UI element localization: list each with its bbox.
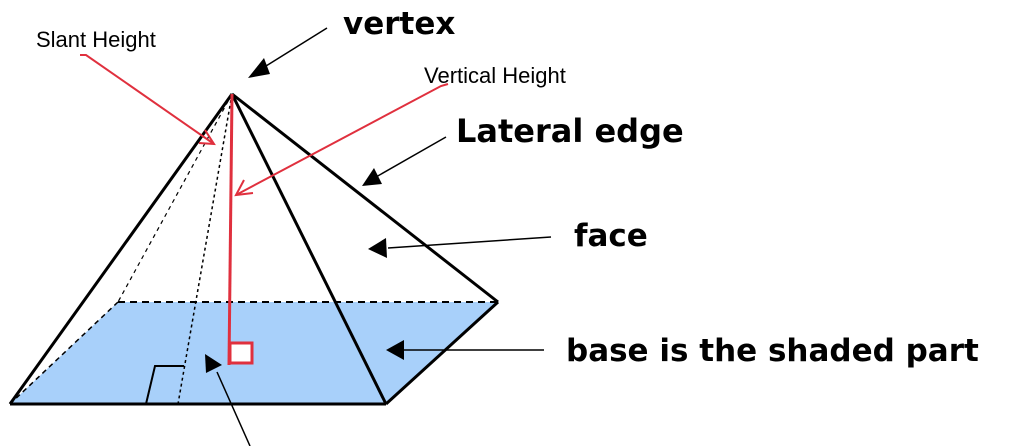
lateral-edge-back-right — [231, 92, 499, 304]
base-label: base is the shaded part — [566, 333, 979, 369]
base-arrowhead-icon — [386, 340, 404, 360]
vertical-height-right-angle-box — [228, 341, 254, 365]
pyramid-base — [10, 302, 498, 404]
vertical-height-label: Vertical Height — [424, 63, 566, 88]
bottom-arrowhead-icon — [205, 354, 222, 373]
slant-height-line — [177, 93, 233, 405]
slant-height-label: Slant Height — [36, 27, 156, 52]
face-label: face — [574, 218, 648, 254]
vertical-height-line — [227, 93, 234, 366]
hidden-left-edge — [9, 301, 119, 405]
lateral-edge-arrowhead-icon — [362, 168, 382, 186]
slant-height-arrowhead — [198, 129, 216, 146]
lateral-edge-front-left — [8, 93, 234, 405]
vertex-arrowhead-icon — [248, 58, 270, 78]
lateral-edge-label: Lateral edge — [456, 112, 684, 150]
lateral-edge-pointer — [375, 136, 447, 178]
vertical-height-pointer — [235, 83, 449, 196]
face-arrowhead-icon — [368, 238, 387, 258]
slant-right-angle-mark — [145, 365, 184, 405]
hidden-lateral-edge — [117, 93, 233, 303]
face-pointer — [387, 236, 552, 249]
vertex-pointer — [265, 27, 328, 67]
lateral-edge-front-right — [230, 93, 388, 405]
vertex-label: vertex — [343, 6, 455, 42]
vertical-height-arrowhead — [234, 179, 254, 197]
slant-height-pointer — [80, 54, 215, 145]
right-base-edge — [384, 300, 500, 406]
bottom-pointer — [216, 371, 251, 446]
